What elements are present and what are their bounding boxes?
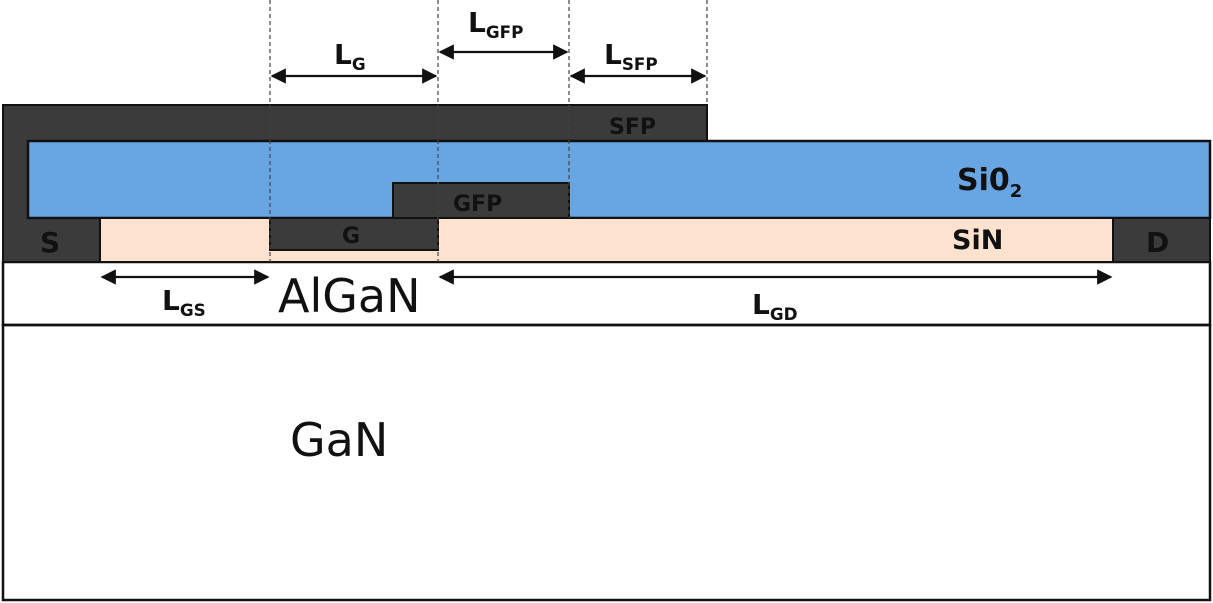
drain-electrode bbox=[1112, 217, 1211, 263]
sio2-label: Si02 bbox=[957, 163, 1022, 202]
sin-layer bbox=[99, 217, 1114, 263]
lsfp-label: LSFP bbox=[604, 38, 658, 74]
sio2-layer bbox=[26, 139, 1212, 220]
gfp-label: GFP bbox=[453, 192, 502, 217]
source-label: S bbox=[40, 226, 60, 259]
drain-label: D bbox=[1146, 226, 1169, 259]
lgs-label: LGS bbox=[162, 284, 206, 320]
sin-label: SiN bbox=[952, 225, 1003, 256]
lgfp-label: LGFP bbox=[468, 6, 523, 42]
gan-label: GaN bbox=[290, 413, 388, 467]
gan-layer bbox=[1, 323, 1212, 602]
lgd-label: LGD bbox=[752, 288, 798, 324]
algan-label: AlGaN bbox=[278, 269, 421, 323]
gate-label: G bbox=[342, 224, 360, 249]
sfp-label: SFP bbox=[609, 115, 656, 140]
lg-label: LG bbox=[334, 38, 366, 74]
gate-field-plate bbox=[392, 182, 570, 220]
gate-electrode bbox=[269, 217, 439, 251]
